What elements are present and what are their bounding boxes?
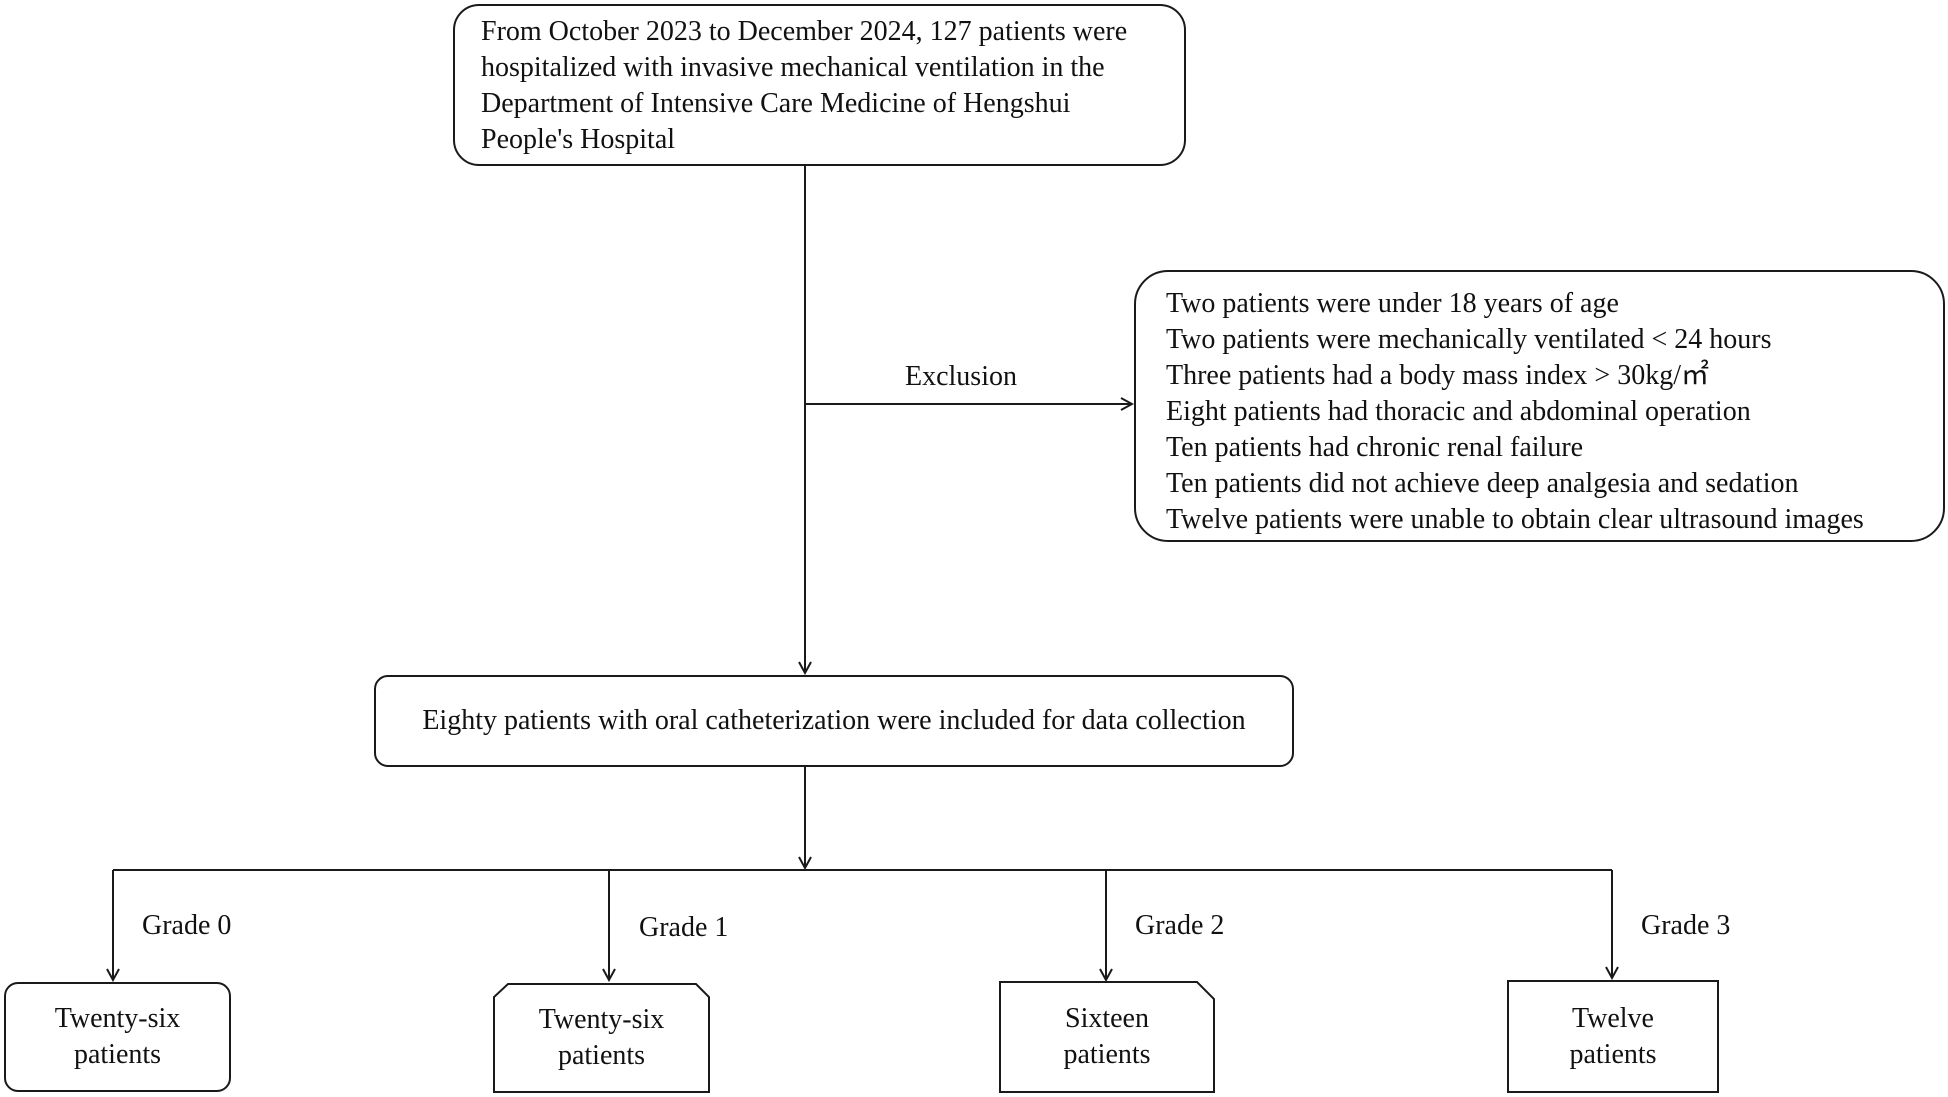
source-population-box: From October 2023 to December 2024, 127 … [453,4,1186,166]
exclusion-line-1: Two patients were under 18 years of age [1166,288,1619,319]
grade-0-line-1: Twenty-six [54,1003,181,1034]
exclusion-line-4: Eight patients had thoracic and abdomina… [1166,396,1751,427]
grade-0-line-2: patients [73,1039,162,1070]
exclusion-criteria-box: Two patients were under 18 years of age … [1134,270,1945,542]
grade-0-box: Twenty-six patients [4,982,231,1092]
source-line-2: hospitalized with invasive mechanical ve… [481,52,1105,83]
grade-2-line-1: Sixteen [1065,1003,1149,1034]
grade-1-line-1: Twenty-six [538,1004,665,1035]
exclusion-line-3: Three patients had a body mass index > 3… [1166,360,1710,391]
exclusion-line-5: Ten patients had chronic renal failure [1166,432,1584,463]
grade-2-line-2: patients [1063,1039,1151,1070]
included-text: Eighty patients with oral catheterizatio… [422,705,1246,736]
grade-3-line-1: Twelve [1571,1002,1654,1034]
exclusion-label: Exclusion [905,361,1017,392]
source-line-4: People's Hospital [481,124,676,155]
grade-2-label: Grade 2 [1135,910,1225,941]
grade-2-box: Sixteen patients [1000,982,1214,1092]
grade-1-box: Twenty-six patients [494,984,709,1092]
grade-3-line-2: patients [1569,1038,1657,1070]
included-patients-box: Eighty patients with oral catheterizatio… [374,675,1294,767]
grade-1-line-2: patients [557,1040,646,1071]
grade-1-label: Grade 1 [639,912,729,943]
exclusion-line-6: Ten patients did not achieve deep analge… [1166,468,1799,499]
exclusion-line-7: Twelve patients were unable to obtain cl… [1166,504,1864,535]
grade-0-label: Grade 0 [142,910,232,941]
grade-3-box: Twelve patients [1508,981,1718,1092]
grade-3-label: Grade 3 [1641,910,1731,941]
source-line-3: Department of Intensive Care Medicine of… [481,88,1071,119]
exclusion-line-2: Two patients were mechanically ventilate… [1166,324,1772,355]
source-line-1: From October 2023 to December 2024, 127 … [481,16,1128,47]
